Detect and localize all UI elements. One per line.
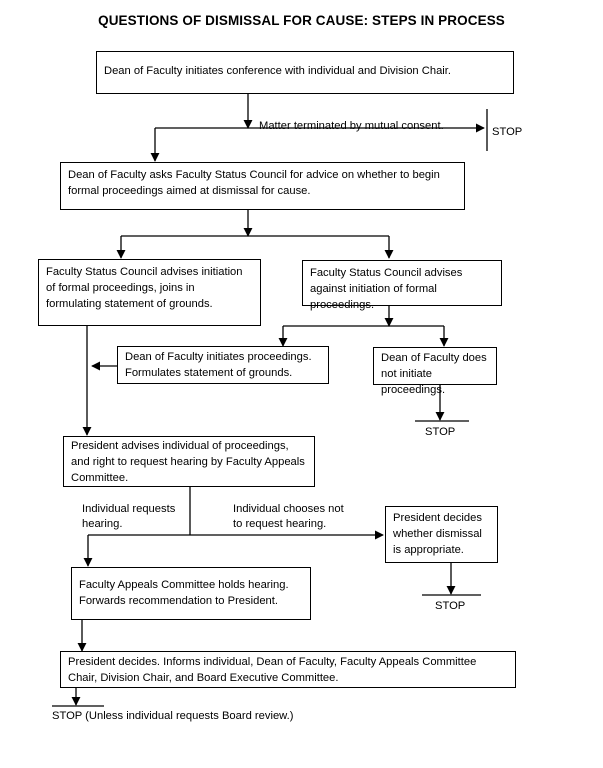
box-president-advises-individual: President advises individual of proceedi… — [63, 436, 315, 487]
page-title: QUESTIONS OF DISMISSAL FOR CAUSE: STEPS … — [98, 13, 505, 28]
box-council-advises-against: Faculty Status Council advises against i… — [302, 260, 502, 311]
box-dean-initiates-conference: Dean of Faculty initiates conference wit… — [96, 51, 514, 94]
label-stop-final: STOP (Unless individual requests Board r… — [52, 710, 294, 722]
box-dean-does-not-initiate: Dean of Faculty does not initiate procee… — [373, 347, 497, 396]
box-appeals-committee-hearing: Faculty Appeals Committee holds hearing.… — [71, 567, 311, 620]
box-dean-initiates-proceedings: Dean of Faculty initiates proceedings. F… — [117, 346, 329, 384]
label-stop-3: STOP — [435, 600, 466, 612]
box-president-decides-informs: President decides. Informs individual, D… — [60, 651, 516, 688]
label-stop-2: STOP — [425, 426, 456, 438]
box-council-advises-initiation: Faculty Status Council advises initiatio… — [38, 259, 261, 326]
label-individual-chooses-not: Individual chooses not to request hearin… — [233, 503, 344, 530]
label-mutual-consent: Matter terminated by mutual consent. — [259, 120, 444, 132]
box-dean-asks-council: Dean of Faculty asks Faculty Status Coun… — [60, 162, 465, 210]
label-stop-1: STOP — [492, 126, 523, 138]
label-individual-requests: Individual requests hearing. — [82, 503, 176, 530]
box-president-decides-dismissal: President decides whether dismissal is a… — [385, 506, 498, 563]
